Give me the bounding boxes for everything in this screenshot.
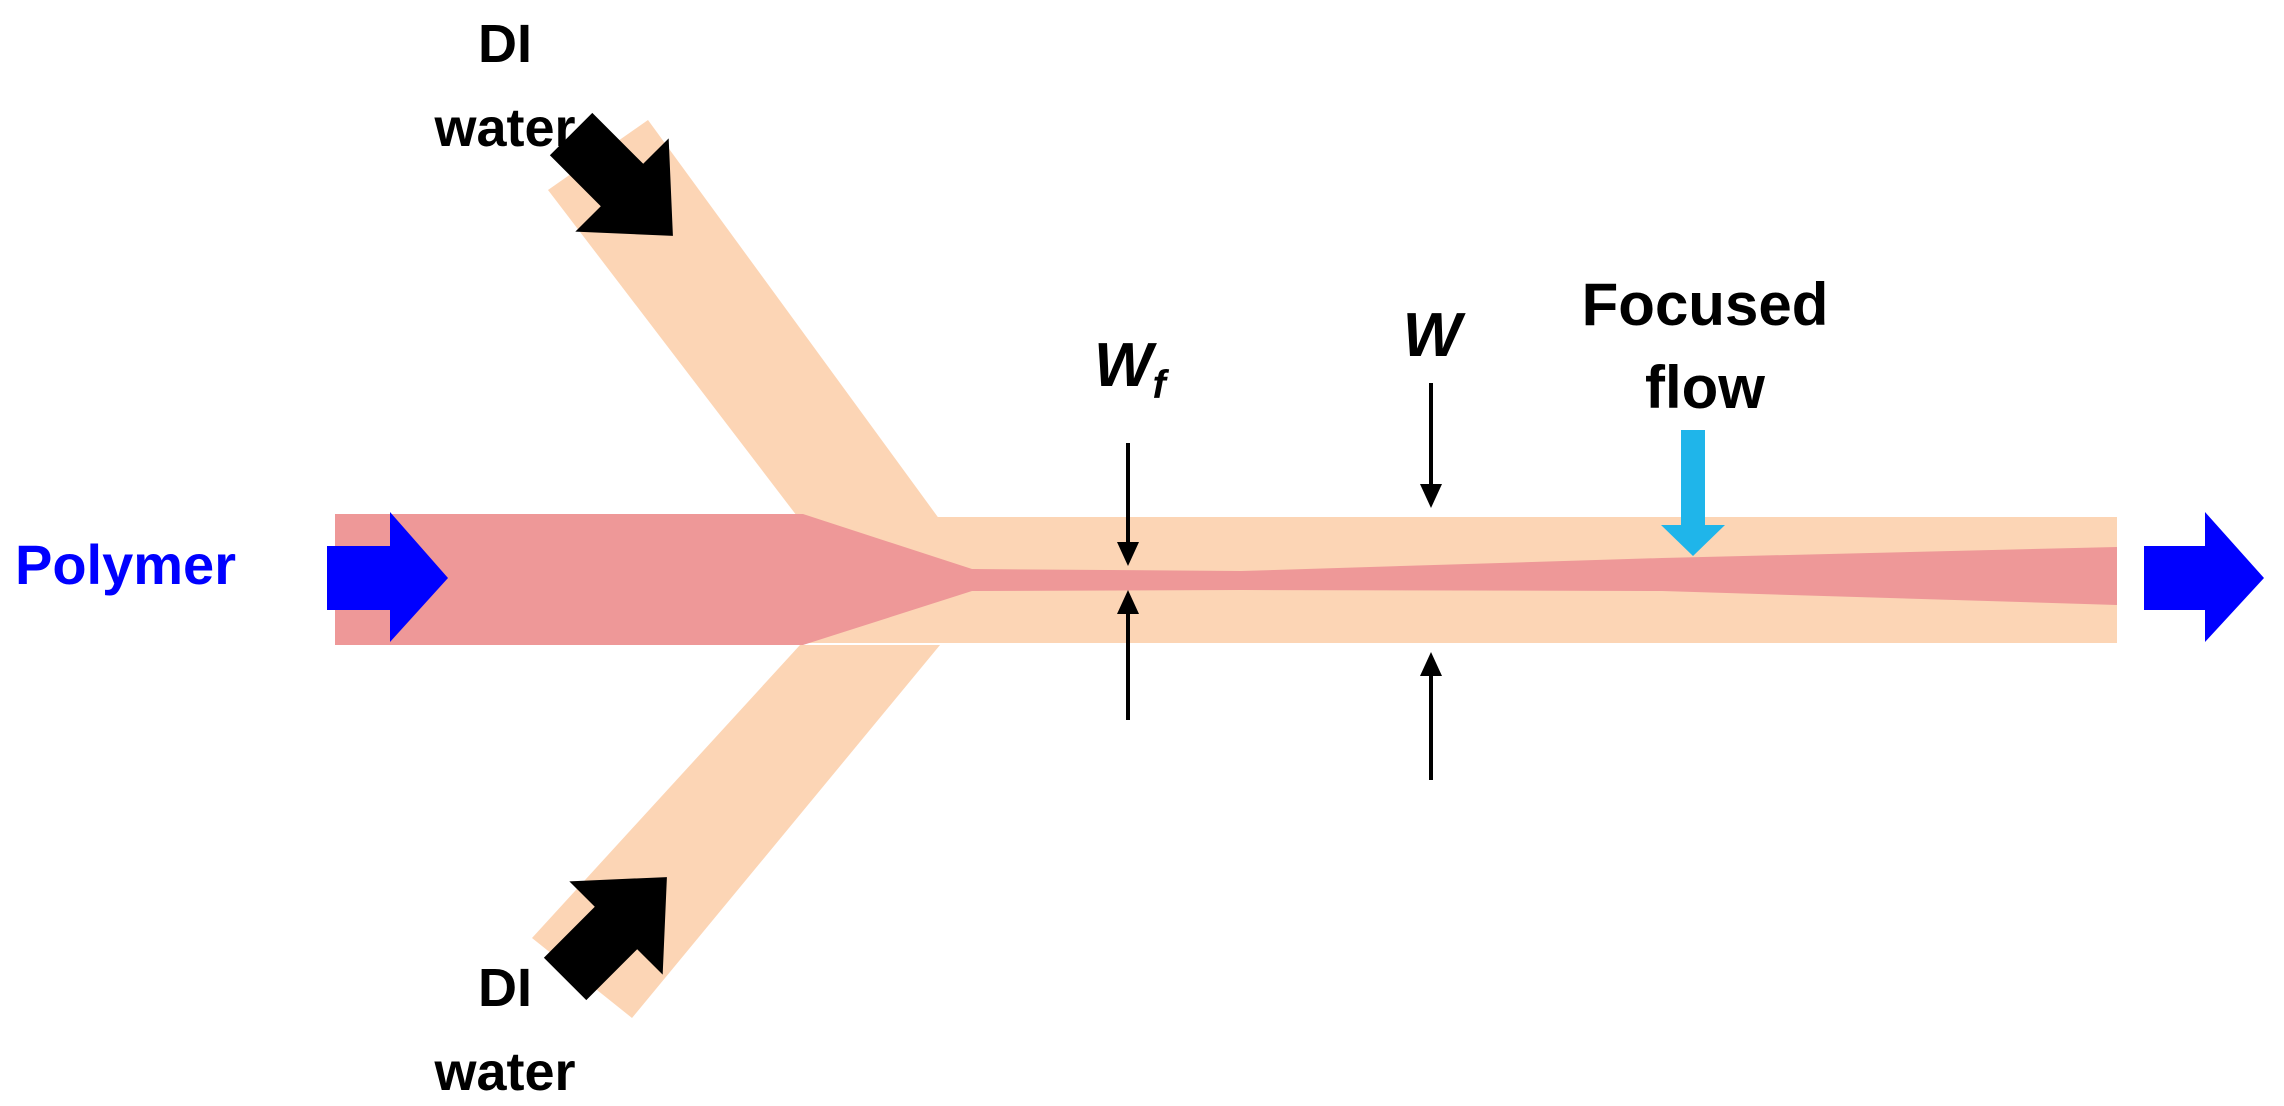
water-inlet-arrow-bottom <box>543 877 667 1001</box>
di-water-bottom-label-line2: water <box>433 1042 575 1102</box>
wf-symbol-subscript: f <box>1153 363 1170 407</box>
di-water-top-label-line1: DI <box>478 14 532 74</box>
di-water-bottom-label-line1: DI <box>478 958 532 1018</box>
polymer-inlet-arrow-icon <box>327 512 448 642</box>
di-water-top-label-line2: water <box>433 98 575 158</box>
focused-flow-label-line2: flow <box>1645 354 1765 421</box>
w-symbol-label: W <box>1403 301 1466 370</box>
w-arrow-bottom-head <box>1420 652 1442 676</box>
outlet-arrow-icon <box>2144 512 2264 642</box>
wf-symbol-label: Wf <box>1094 331 1170 407</box>
wf-symbol-main: W <box>1094 331 1157 400</box>
focused-flow-label-line1: Focused <box>1582 271 1829 338</box>
water-inlet-arrow-icon <box>549 112 673 236</box>
focused-flow-arrow-icon <box>1661 430 1725 556</box>
polymer-stream <box>335 514 2117 645</box>
wf-arrow-bottom-head <box>1117 590 1139 614</box>
water-inlet-arrow-icon <box>543 877 667 1001</box>
polymer-label: Polymer <box>15 533 236 596</box>
wf-arrow-top-head <box>1117 542 1139 566</box>
water-inlet-arrow-top <box>549 112 673 236</box>
w-arrow-top-head <box>1420 484 1442 508</box>
